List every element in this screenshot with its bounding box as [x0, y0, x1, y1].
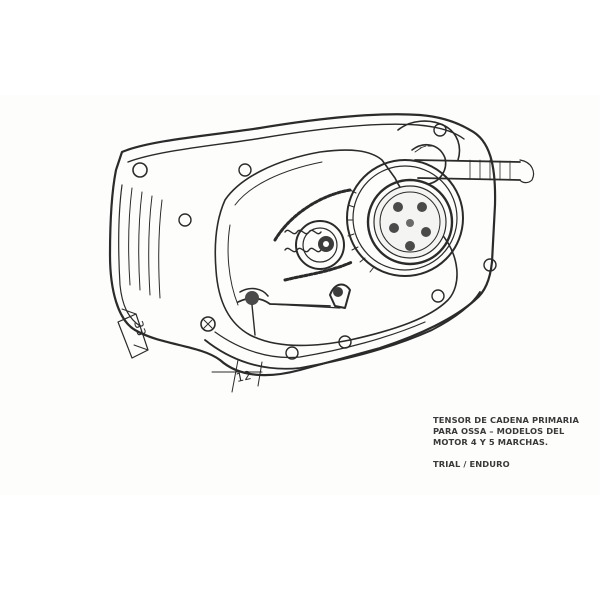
crankcase-outline: [108, 113, 497, 377]
dimension-label-12: 12: [235, 368, 253, 385]
case-bolts: [132, 123, 497, 360]
caption-line-2: PARA OSSA – MODELOS DEL: [433, 426, 565, 436]
inner-cavity: [214, 149, 458, 347]
caption-subtitle: TRIAL / ENDURO: [433, 459, 510, 469]
clutch-assembly: [346, 159, 464, 277]
primary-chain: [273, 188, 354, 282]
chain-tensor: [237, 283, 351, 336]
dimension-lines: [117, 308, 263, 393]
caption-block: TENSOR DE CADENA PRIMARIA PARA OSSA – MO…: [433, 415, 598, 470]
caption-line-1: TENSOR DE CADENA PRIMARIA: [433, 415, 579, 425]
caption-line-3: MOTOR 4 Y 5 MARCHAS.: [433, 437, 549, 447]
gear-shaft: [411, 143, 535, 185]
dimension-label-33: 33: [131, 319, 148, 337]
